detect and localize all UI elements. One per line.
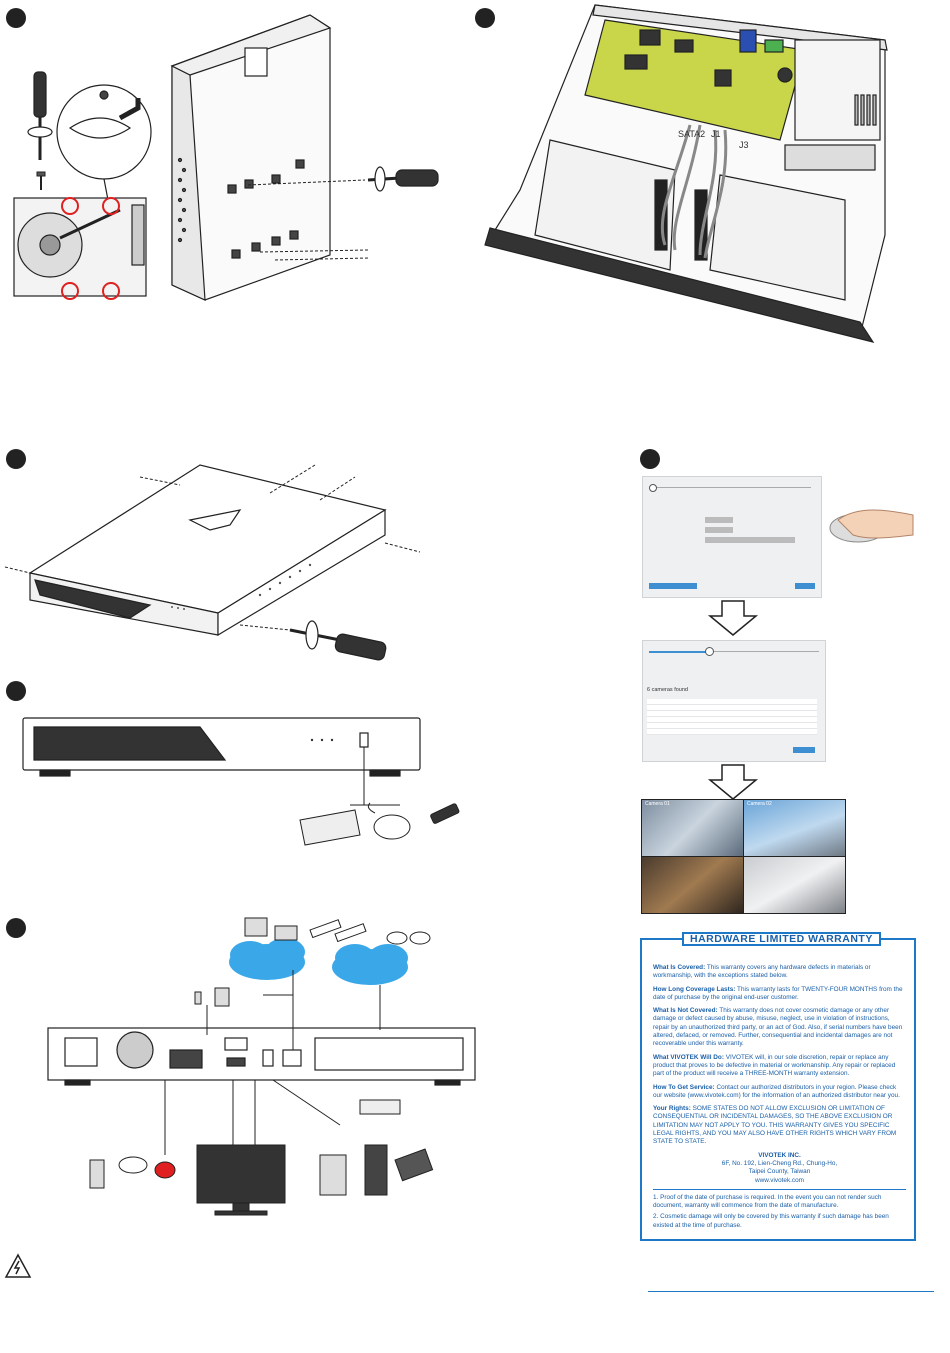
step-marker-3 — [6, 449, 26, 469]
camera-tile-4 — [744, 857, 845, 913]
j3-label: J3 — [739, 140, 749, 150]
screwdriver-icon — [27, 71, 53, 160]
step-marker-4 — [640, 449, 660, 469]
screwdriver-horizontal-icon — [367, 166, 439, 192]
usb-drive-icon — [430, 803, 460, 824]
usb-peripherals-icon — [319, 1099, 434, 1196]
sata-cables — [660, 124, 728, 259]
warranty-box: HARDWARE LIMITED WARRANTY What Is Covere… — [640, 932, 916, 1241]
company-website[interactable]: www.vivotek.com — [754, 1176, 804, 1184]
mouse-hand-icon — [829, 509, 914, 543]
close-cover-illustration — [4, 464, 421, 661]
hard-drive-illustration — [13, 197, 147, 297]
camera-02-label: Camera 02 — [747, 801, 772, 807]
step-marker-2 — [475, 8, 495, 28]
cloud-icon — [332, 944, 408, 985]
cloud-icon — [229, 938, 305, 980]
camera-01-label: Camera 01 — [645, 801, 670, 807]
warranty-title: HARDWARE LIMITED WARRANTY — [682, 932, 881, 947]
footer-rule — [648, 1291, 934, 1292]
microphone-speaker-icon — [194, 987, 230, 1007]
cable-connection-illustration: SATA2 J1 J3 — [484, 4, 888, 343]
alarm-devices-icon — [89, 1156, 176, 1189]
camera-tile-3 — [642, 857, 743, 913]
step-marker-6 — [6, 918, 26, 938]
warranty-section: What Is Covered: This warranty covers an… — [653, 964, 871, 980]
warranty-section: What VIVOTEK Will Do: VIVOTEK will, in o… — [653, 1053, 896, 1078]
warning-icon — [4, 1253, 32, 1278]
rear-connections-illustration — [47, 917, 476, 1216]
warranty-note: 2. Cosmetic damage will only be covered … — [653, 1213, 889, 1229]
sata2-label: SATA2 — [678, 129, 705, 139]
warranty-section: What Is Not Covered: This warranty does … — [653, 1007, 903, 1048]
address-line-1: 6F, No. 192, Lien-Cheng Rd., Chung-Ho, — [721, 1159, 838, 1167]
magnifier-bubble — [56, 84, 152, 201]
screwdriver-icon — [289, 620, 387, 661]
front-usb-illustration — [22, 717, 460, 846]
warranty-section: Your Rights: SOME STATES DO NOT ALLOW EX… — [653, 1105, 897, 1146]
nvr-bottom-view — [170, 14, 332, 301]
screw-highlight-circles — [61, 197, 120, 300]
step-marker-1 — [6, 8, 26, 28]
guide-lines — [247, 179, 369, 261]
live-view-grid: Camera 01 Camera 02 — [641, 799, 846, 914]
camera-tile-1 — [642, 800, 743, 856]
camera-tile-2 — [744, 800, 845, 856]
warranty-section: How Long Coverage Lasts: This warranty l… — [653, 985, 903, 1001]
hdd-install-illustration — [13, 14, 439, 301]
monitor-icon — [196, 1144, 286, 1216]
mouse-icon — [367, 802, 411, 840]
warranty-section: How To Get Service: Contact our authoriz… — [653, 1083, 900, 1099]
ip-cameras-icon — [309, 919, 431, 945]
divider — [653, 1188, 906, 1190]
j1-label: J1 — [711, 129, 721, 139]
screw-icon — [36, 171, 46, 190]
keyboard-icon — [299, 809, 361, 846]
address-line-2: Taipei County, Taiwan — [748, 1168, 811, 1176]
wizard-screen-cameras: 6 cameras found — [642, 640, 826, 762]
company-name: VIVOTEK INC. — [758, 1151, 801, 1159]
warranty-note: 1. Proof of the date of purchase is requ… — [653, 1193, 882, 1210]
cameras-found-text: 6 cameras found — [647, 687, 688, 693]
arrow-down-icon — [707, 764, 759, 800]
wizard-screen-language — [642, 476, 822, 598]
company-address: VIVOTEK INC. 6F, No. 192, Lien-Cheng Rd.… — [653, 1152, 906, 1185]
arrow-down-icon — [707, 600, 759, 636]
computer-icon — [244, 917, 298, 941]
step-marker-5 — [6, 681, 26, 701]
